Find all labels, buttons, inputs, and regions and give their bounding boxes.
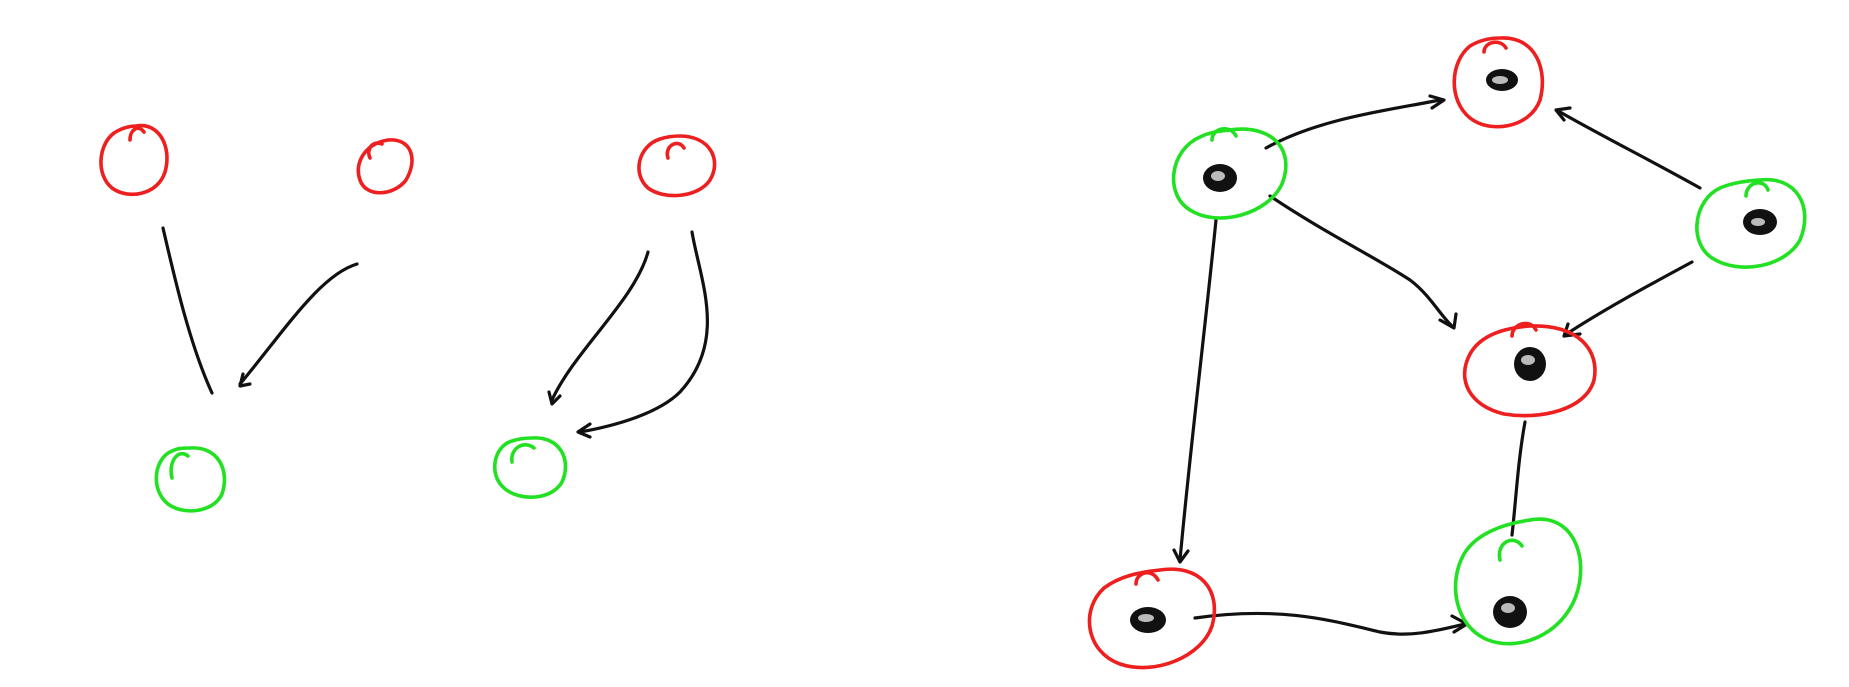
node-tick (1744, 181, 1770, 198)
edge-a2-a3 (238, 262, 359, 386)
edge-a1-a3 (161, 226, 214, 395)
node-ring (154, 446, 227, 513)
node-tick (169, 452, 190, 480)
node-tick (128, 126, 146, 142)
arrowhead-a2-a3 (238, 372, 252, 388)
node-a3 (154, 446, 227, 513)
node-a2 (356, 138, 414, 195)
edge-c2-c1 (1264, 98, 1442, 150)
edge-c4-c6 (1510, 420, 1527, 537)
node-ring (1453, 517, 1583, 646)
arrowhead-b1-b2-right (576, 422, 592, 439)
node-center-highlight (1751, 218, 1765, 226)
node-tick (1134, 571, 1160, 586)
node-ring (1171, 127, 1288, 220)
diagram-six-node-graph (1087, 36, 1807, 670)
node-center-highlight (1138, 614, 1154, 622)
node-b2 (493, 436, 568, 499)
node-tick (366, 141, 384, 160)
node-a1 (99, 123, 169, 197)
node-center-highlight (1501, 603, 1515, 613)
node-tick (510, 443, 536, 464)
edge-c2-c4 (1268, 194, 1454, 328)
node-center-highlight (1521, 355, 1535, 365)
arrowhead-c2-c5 (1172, 548, 1190, 564)
arrowhead-c2-c4 (1438, 312, 1458, 330)
node-c5 (1087, 567, 1217, 670)
node-ring (637, 134, 717, 198)
diagram-two-to-one (99, 123, 414, 513)
node-ring (1462, 324, 1597, 418)
arrowhead-c3-c1 (1554, 106, 1572, 122)
node-c4 (1462, 321, 1597, 418)
node-c3 (1695, 177, 1807, 269)
node-ring (99, 123, 169, 197)
node-center-highlight (1492, 76, 1508, 84)
edge-c2-c5 (1178, 218, 1218, 562)
edge-c5-c6 (1193, 611, 1467, 636)
node-ring (356, 138, 414, 195)
edge-c3-c4 (1563, 260, 1694, 337)
node-ring (1087, 567, 1217, 670)
node-tick (1497, 538, 1524, 562)
node-b1 (637, 134, 717, 198)
node-tick (1510, 321, 1538, 338)
node-tick (1482, 40, 1508, 54)
node-center-highlight (1211, 171, 1225, 181)
arrowhead-c2-c1 (1428, 94, 1446, 110)
edge-b1-b2-right (578, 230, 709, 434)
node-ring (1452, 36, 1545, 129)
node-ring (1695, 177, 1807, 269)
node-tick (665, 141, 686, 160)
diagram-double-edge (493, 134, 717, 499)
node-c6 (1453, 517, 1583, 646)
node-c1 (1452, 36, 1545, 129)
node-tick (1210, 127, 1238, 142)
edge-b1-b2-left (550, 250, 650, 402)
arrowhead-b1-b2-left (547, 390, 562, 406)
node-ring (493, 436, 568, 499)
edge-c3-c1 (1558, 110, 1702, 190)
node-c2 (1171, 127, 1288, 220)
